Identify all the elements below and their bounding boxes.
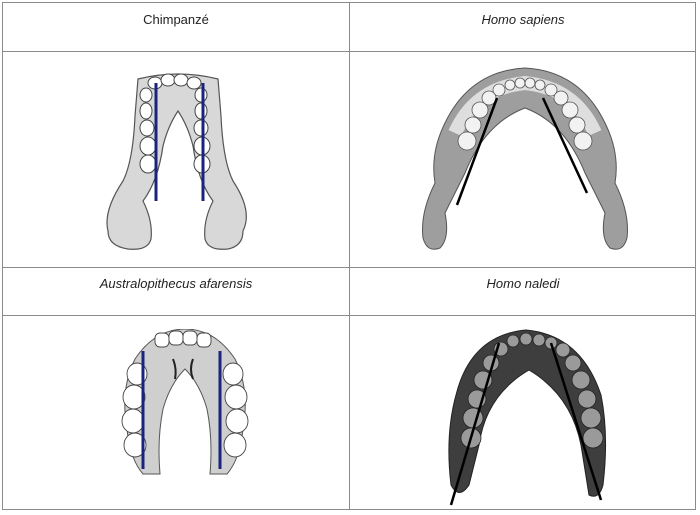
chimpanzee-jaw-icon <box>106 73 247 250</box>
header-homo-sapiens: Homo sapiens <box>481 12 565 27</box>
table-divider-vertical <box>349 3 350 509</box>
homo-naledi-jaw-icon <box>448 329 607 506</box>
header-homo-naledi: Homo naledi <box>486 276 560 291</box>
header-chimpanzee: Chimpanzé <box>143 12 209 27</box>
table-divider-h3 <box>3 315 695 316</box>
comparison-table: Chimpanzé Homo sapiens Australopithecus … <box>2 2 696 510</box>
australopithecus-jaw-icon <box>121 329 249 475</box>
table-divider-h2 <box>3 267 695 268</box>
homo-sapiens-jaw-icon <box>422 67 628 250</box>
table-divider-h1 <box>3 51 695 52</box>
header-australopithecus: Australopithecus afarensis <box>99 276 253 291</box>
